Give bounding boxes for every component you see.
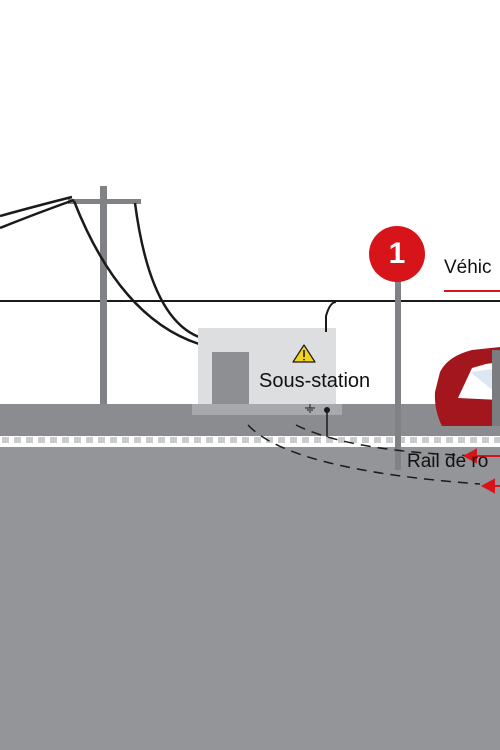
ground-area bbox=[0, 447, 500, 750]
rail-tie bbox=[494, 437, 500, 443]
rail-tie bbox=[314, 437, 321, 443]
substation-base bbox=[192, 404, 342, 415]
rail-tie bbox=[134, 437, 141, 443]
rail-tie bbox=[146, 437, 153, 443]
stray-current-paths bbox=[247, 424, 481, 485]
rail-tie bbox=[218, 437, 225, 443]
rail-tie bbox=[98, 437, 105, 443]
rail-tie bbox=[362, 437, 369, 443]
rail-tie bbox=[338, 437, 345, 443]
rail-tie bbox=[254, 437, 261, 443]
rail-tie bbox=[14, 437, 21, 443]
rail-tie bbox=[110, 437, 117, 443]
rail-tie bbox=[242, 437, 249, 443]
rail-tie bbox=[278, 437, 285, 443]
vehicle-label: Véhic bbox=[444, 257, 492, 278]
rail-tie bbox=[206, 437, 213, 443]
substation-door bbox=[212, 352, 249, 404]
rail-tie bbox=[458, 437, 465, 443]
rail-tie bbox=[170, 437, 177, 443]
rail-tie bbox=[350, 437, 357, 443]
rail-tie bbox=[26, 437, 33, 443]
substation-label: Sous-station bbox=[259, 370, 371, 392]
stray-current-arrows bbox=[462, 448, 500, 494]
running-rail-pattern bbox=[2, 437, 500, 443]
rail-tie bbox=[422, 437, 429, 443]
rail-tie bbox=[434, 437, 441, 443]
marker-number: 1 bbox=[388, 237, 406, 270]
rail-tie bbox=[470, 437, 477, 443]
return-cable-node bbox=[324, 407, 330, 413]
rail-tie bbox=[50, 437, 57, 443]
rail-tie bbox=[2, 437, 9, 443]
rail-tie bbox=[122, 437, 129, 443]
rail-tie bbox=[182, 437, 189, 443]
utility-pole bbox=[100, 186, 107, 404]
running-rail-label: Rail de ro bbox=[407, 451, 489, 472]
rail-tie bbox=[374, 437, 381, 443]
rail-tie bbox=[62, 437, 69, 443]
rail-tie bbox=[410, 437, 417, 443]
rail-tie bbox=[302, 437, 309, 443]
warning-triangle-icon bbox=[292, 344, 316, 363]
rail-tie bbox=[290, 437, 297, 443]
rail-tie bbox=[446, 437, 453, 443]
pole-crossarm bbox=[68, 199, 141, 204]
marker-badge bbox=[369, 226, 425, 282]
ground-symbol-icon bbox=[305, 404, 315, 413]
tram-vehicle bbox=[434, 347, 500, 426]
rail-tie bbox=[230, 437, 237, 443]
marker-post bbox=[395, 270, 401, 470]
rail-tie bbox=[158, 437, 165, 443]
rail-tie bbox=[482, 437, 489, 443]
track-band bbox=[0, 436, 500, 447]
rail-tie bbox=[326, 437, 333, 443]
rail-tie bbox=[398, 437, 405, 443]
rail-tie bbox=[194, 437, 201, 443]
rail-tie bbox=[86, 437, 93, 443]
power-lines bbox=[0, 195, 200, 346]
rail-tie bbox=[266, 437, 273, 443]
rail-tie bbox=[38, 437, 45, 443]
feeder-cable bbox=[325, 301, 337, 332]
rail-tie bbox=[386, 437, 393, 443]
rail-tie bbox=[74, 437, 81, 443]
